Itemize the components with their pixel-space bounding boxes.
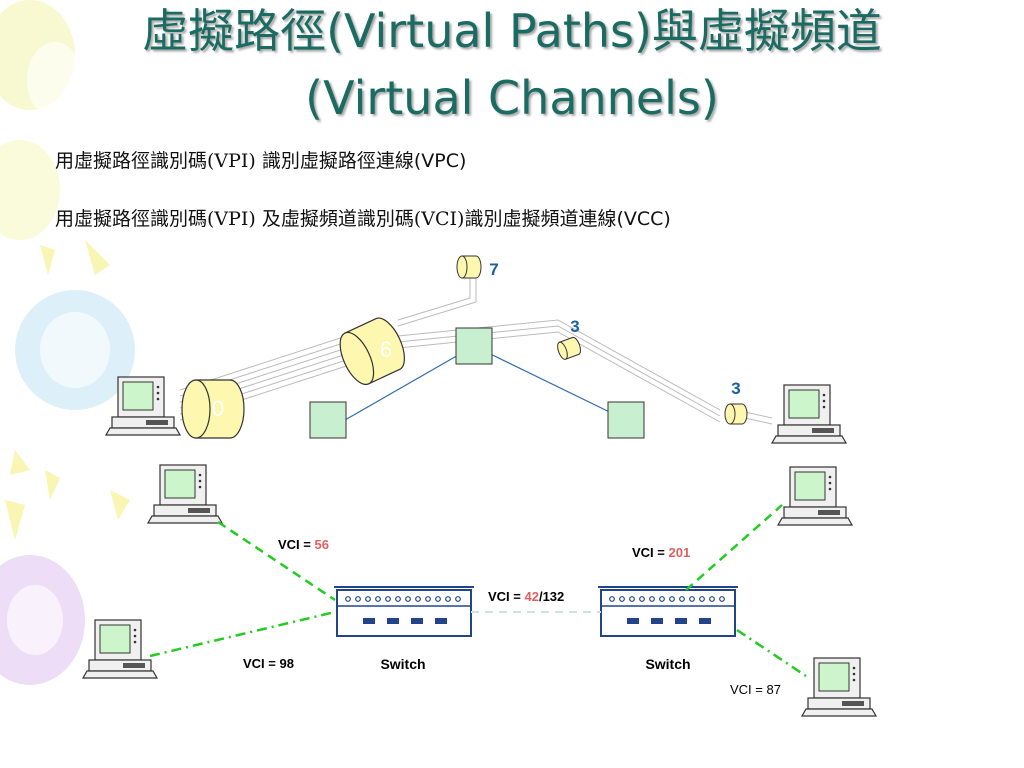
vci-label-left-bottom: VCI = 98 (243, 656, 294, 671)
network-node-top (455, 327, 493, 365)
computer-bottom-left (82, 619, 158, 679)
switch-label-right: Switch (645, 656, 690, 672)
network-links (344, 345, 627, 421)
vci-label-right-top: VCI = 201 (632, 545, 690, 560)
switch-left (333, 586, 475, 637)
vp-cylinder-mid (557, 336, 581, 360)
computer-top-right (771, 384, 847, 444)
network-node-left (309, 401, 347, 439)
slide-title-line1: 虛擬路徑(Virtual Paths)與虛擬頻道 (142, 4, 882, 58)
switch-label-left: Switch (380, 656, 425, 672)
computer-bottom-right (801, 657, 877, 717)
vp-label-top: 7 (489, 260, 498, 279)
vci-label-right-bottom: VCI = 87 (730, 682, 781, 697)
bullet-vcc: 用虛擬路徑識別碼(VPI) 及虛擬頻道識別碼(VCI)識別虛擬頻道連線(VCC) (55, 204, 671, 231)
vp-label-large-mid: 6 (380, 337, 392, 362)
computer-mid-right (777, 466, 853, 526)
computer-mid-left (147, 464, 223, 524)
vci-label-center: VCI = 42/132 (488, 589, 564, 604)
vp-cylinder-right (724, 403, 748, 425)
network-node-right (607, 401, 645, 439)
vp-cylinder-large-mid (339, 317, 405, 386)
bullet-vpc-abbr: (VPC) (413, 150, 467, 172)
vc-connections (149, 504, 807, 678)
bullet-vcc-text: 用虛擬路徑識別碼(VPI) 及虛擬頻道識別碼(VCI)識別虛擬頻道連線 (55, 208, 617, 230)
bullet-vpc-text: 用虛擬路徑識別碼(VPI) 識別虛擬路徑連線 (55, 150, 414, 172)
bullet-vpc: 用虛擬路徑識別碼(VPI) 識別虛擬路徑連線(VPC) (55, 146, 466, 173)
bullet-vcc-abbr: (VCC) (616, 208, 671, 230)
vp-label-right: 3 (731, 379, 740, 398)
slide-title-line2: (Virtual Channels) (305, 71, 719, 125)
vp-cylinder-large-left (181, 379, 245, 439)
vci-label-left-top: VCI = 56 (278, 537, 329, 552)
vp-cylinder-top (456, 255, 482, 279)
background-decoration (0, 0, 135, 685)
vp-label-mid: 3 (570, 317, 579, 336)
vp-label-large-left: 0 (212, 396, 224, 421)
switch-right (597, 586, 739, 637)
